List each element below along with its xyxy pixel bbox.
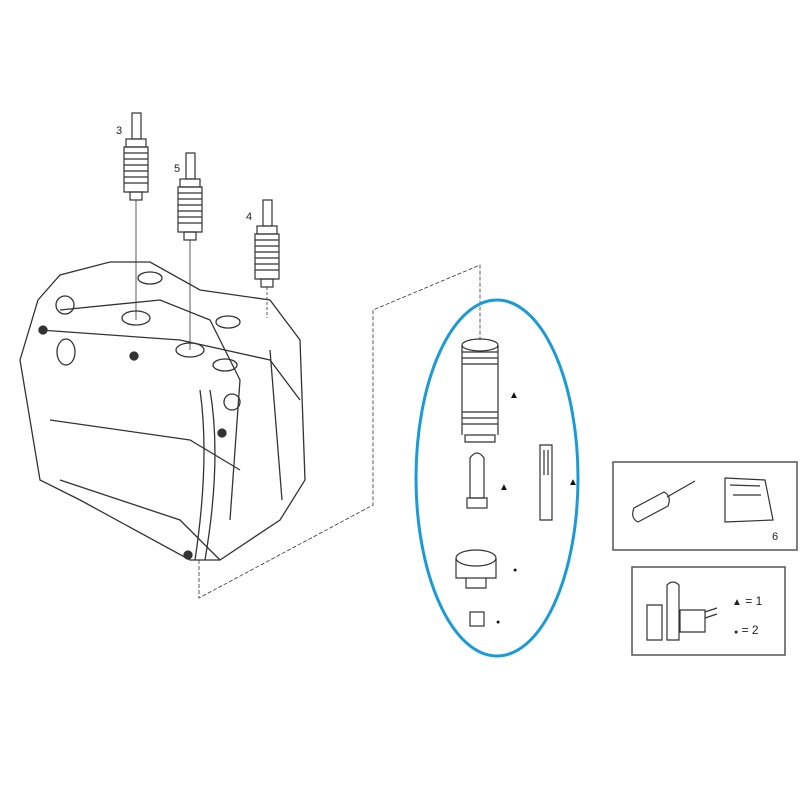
leader-lines [198,264,481,599]
kit-parts [455,338,553,627]
callout-label: 5 [174,163,181,175]
sensor-part-5 [177,152,203,350]
legend-text: = 2 [741,623,759,637]
triangle-marker: ▲ [499,482,509,493]
highlight-ellipse [414,298,580,658]
dot-marker: ● [496,619,501,626]
legend-row-dot: ● = 2 [734,623,759,637]
triangle-marker: ▲ [568,477,578,488]
sensor-part-4 [254,199,280,318]
triangle-marker: ▲ [509,390,519,401]
callout-label: 4 [246,211,253,223]
callout-label: 6 [772,531,779,543]
inset-part-6-drawing [612,461,798,551]
inset-legend-drawing [631,566,786,656]
dot-marker: ● [513,567,518,574]
callout-label: 3 [116,125,123,137]
legend-text: = 1 [745,594,763,608]
dot-icon: ● [734,629,739,636]
triangle-icon: ▲ [732,597,742,608]
legend-row-triangle: ▲ = 1 [732,594,762,608]
sensor-part-3 [123,112,149,320]
main-housing [19,261,306,561]
